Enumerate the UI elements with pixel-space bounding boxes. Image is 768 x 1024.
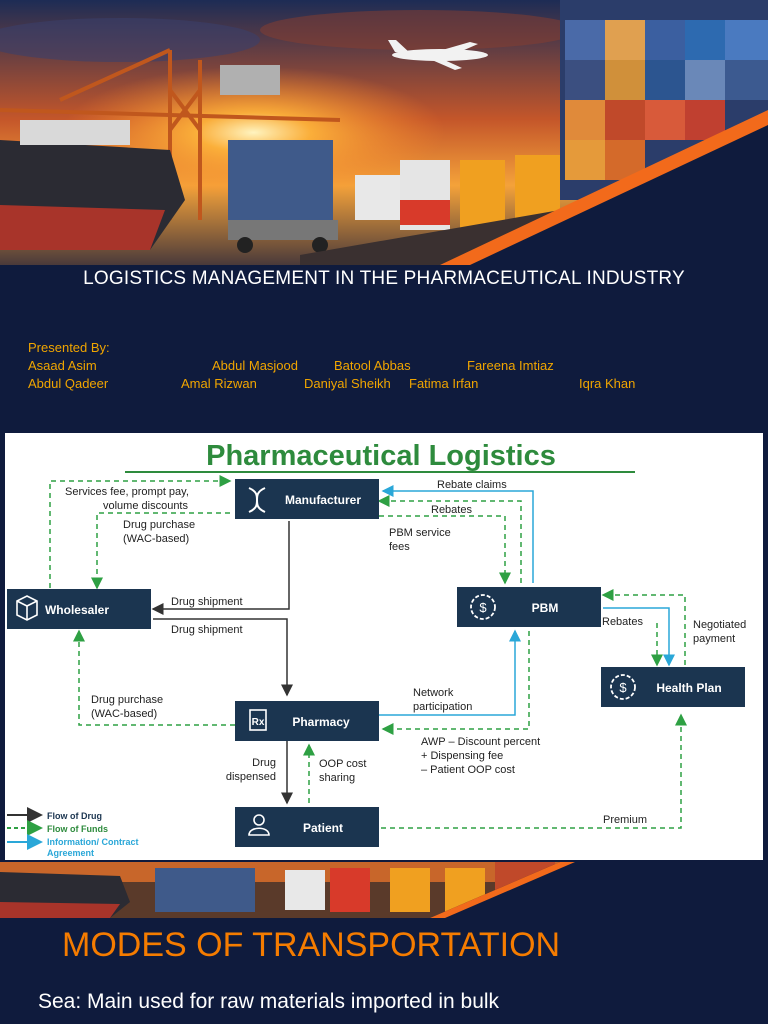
- edge-label: PBM service: [389, 527, 451, 539]
- presenter-name: Iqra Khan: [579, 376, 636, 391]
- node-label: PBM: [532, 601, 559, 615]
- edge-rebates-top: [379, 515, 511, 585]
- edge-label: AWP – Discount percent: [421, 736, 540, 748]
- edge-label: (WAC-based): [123, 533, 189, 545]
- edge-negotiated-payment: [601, 589, 686, 665]
- sea-transport-text: Sea: Main used for raw materials importe…: [38, 990, 500, 1013]
- person-icon: [248, 814, 270, 836]
- edge-label: – Patient OOP cost: [421, 764, 515, 776]
- edge-label: Drug: [252, 757, 276, 769]
- node-pbm[interactable]: $ PBM: [457, 587, 601, 627]
- edge-label: Services fee, prompt pay,: [65, 486, 189, 498]
- presenter-name: Asaad Asim: [28, 358, 97, 373]
- edge-network-participation: [379, 629, 521, 716]
- edge-drug-shipment-pharmacy: [153, 618, 293, 697]
- node-label: Health Plan: [656, 681, 721, 695]
- box-icon: [16, 595, 38, 621]
- node-label: Wholesaler: [45, 603, 109, 617]
- edge-label: Negotiated: [693, 619, 746, 631]
- modes-heading: MODES OF TRANSPORTATION: [62, 926, 561, 964]
- edge-label: payment: [693, 633, 735, 645]
- presentation-title: LOGISTICS MANAGEMENT IN THE PHARMACEUTIC…: [83, 268, 685, 289]
- modes-slide: MODES OF TRANSPORTATION Sea: Main used f…: [0, 862, 768, 1024]
- legend-label: Flow of Drug: [47, 811, 102, 821]
- edge-drug-purchase-pharmacy: [73, 629, 235, 726]
- edge-label: Drug purchase: [91, 694, 163, 706]
- diagram-title: Pharmaceutical Logistics: [206, 440, 556, 472]
- node-health-plan[interactable]: $ Health Plan: [601, 667, 745, 707]
- pharmaceutical-logistics-diagram: Pharmaceutical Logistics: [5, 433, 763, 860]
- edge-drug-shipment-wholesaler: [151, 521, 290, 615]
- edge-label: Rebates: [602, 616, 643, 628]
- dollar-gear-icon: $: [610, 674, 636, 700]
- legend-label: Flow of Funds: [47, 824, 108, 834]
- svg-text:$: $: [479, 600, 487, 615]
- edge-label: dispensed: [226, 771, 276, 783]
- logistics-banner-image: [0, 862, 768, 918]
- node-wholesaler[interactable]: Wholesaler: [7, 589, 151, 629]
- presenter-name: Amal Rizwan: [181, 376, 257, 391]
- edge-label: volume discounts: [103, 500, 188, 512]
- node-label: Pharmacy: [292, 715, 350, 729]
- edge-label: Drug purchase: [123, 519, 195, 531]
- edge-label: fees: [389, 541, 410, 553]
- edge-label: Rebates: [431, 504, 472, 516]
- node-manufacturer[interactable]: Manufacturer: [235, 479, 379, 519]
- edge-drug-purchase-manufacturer: [91, 512, 230, 590]
- presenter-name: Daniyal Sheikh: [304, 376, 391, 391]
- edge-label: Drug shipment: [171, 596, 243, 608]
- svg-text:$: $: [619, 680, 627, 695]
- edge-label: Premium: [603, 814, 647, 826]
- presenter-name: Fareena Imtiaz: [467, 358, 554, 373]
- edge-premium: [381, 713, 687, 829]
- edge-label: + Dispensing fee: [421, 750, 503, 762]
- node-label: Patient: [303, 821, 343, 835]
- edge-label: participation: [413, 701, 472, 713]
- legend: Flow of Drug Flow of Funds Information/ …: [7, 807, 139, 858]
- edge-label: (WAC-based): [91, 708, 157, 720]
- presenter-name: Abdul Qadeer: [28, 376, 109, 391]
- node-label: Manufacturer: [285, 493, 361, 507]
- edge-label: sharing: [319, 772, 355, 784]
- rx-icon: Rx: [249, 709, 267, 731]
- edge-services-fee: [49, 475, 232, 588]
- hero-image: [0, 0, 768, 265]
- edge-pbm-service-fees: [377, 495, 522, 583]
- edge-label: OOP cost: [319, 758, 366, 770]
- node-patient[interactable]: Patient: [235, 807, 379, 847]
- edge-label: Drug shipment: [171, 624, 243, 636]
- presenter-name: Abdul Masjood: [212, 358, 298, 373]
- edge-pbm-health-plan-info: [603, 607, 675, 667]
- presenter-name: Fatima Irfan: [409, 376, 479, 391]
- legend-label: Agreement: [47, 848, 94, 858]
- edge-rebate-claims: [381, 485, 534, 583]
- presenter-name: Batool Abbas: [334, 358, 411, 373]
- dna-icon: [248, 487, 266, 513]
- edge-label: Network: [413, 687, 454, 699]
- legend-label: Information/ Contract: [47, 837, 139, 847]
- edge-label: Rebate claims: [437, 479, 507, 491]
- node-pharmacy[interactable]: Rx Pharmacy: [235, 701, 379, 741]
- dollar-gear-icon: $: [470, 594, 496, 620]
- title-slide-background: [0, 265, 768, 433]
- svg-text:Rx: Rx: [252, 717, 265, 728]
- presented-by-label: Presented By:: [28, 340, 110, 355]
